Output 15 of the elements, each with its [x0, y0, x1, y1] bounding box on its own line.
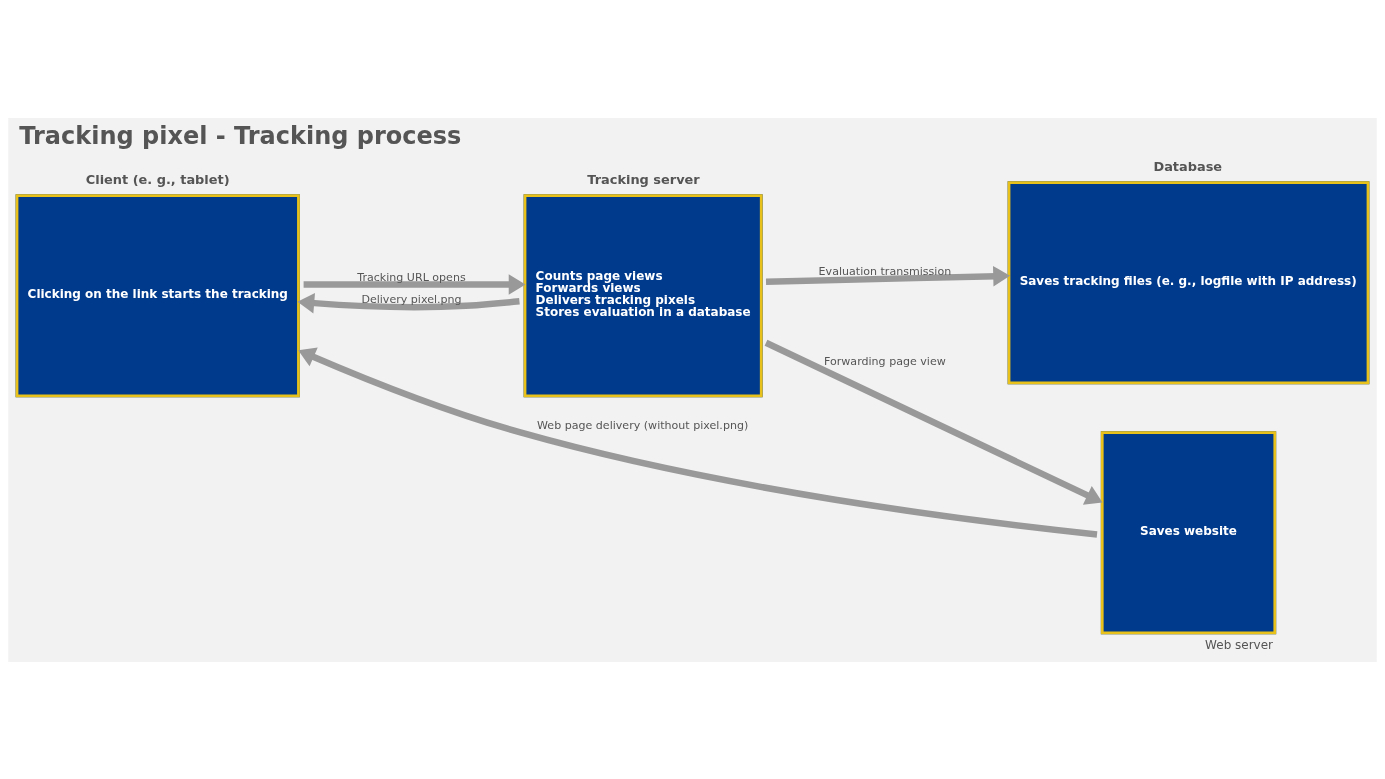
diagram-title: Tracking pixel - Tracking process: [19, 121, 462, 150]
node-label: Client (e. g., tablet): [85, 171, 230, 187]
node-label: Web server: [1205, 637, 1273, 652]
edge-label: Delivery pixel.png: [361, 292, 462, 306]
node-label: Tracking server: [587, 171, 700, 187]
arrow: [297, 292, 520, 313]
arrow: [298, 347, 1098, 538]
edge-label: Web page delivery (without pixel.png): [537, 418, 749, 432]
arrow: [303, 273, 526, 295]
arrow: [764, 339, 1103, 505]
edge-label: Tracking URL opens: [357, 270, 466, 284]
edge-label: Evaluation transmission: [818, 264, 952, 278]
arrow: [765, 265, 1010, 287]
edge-label: Forwarding page view: [824, 354, 946, 368]
node-label: Database: [1153, 158, 1223, 174]
